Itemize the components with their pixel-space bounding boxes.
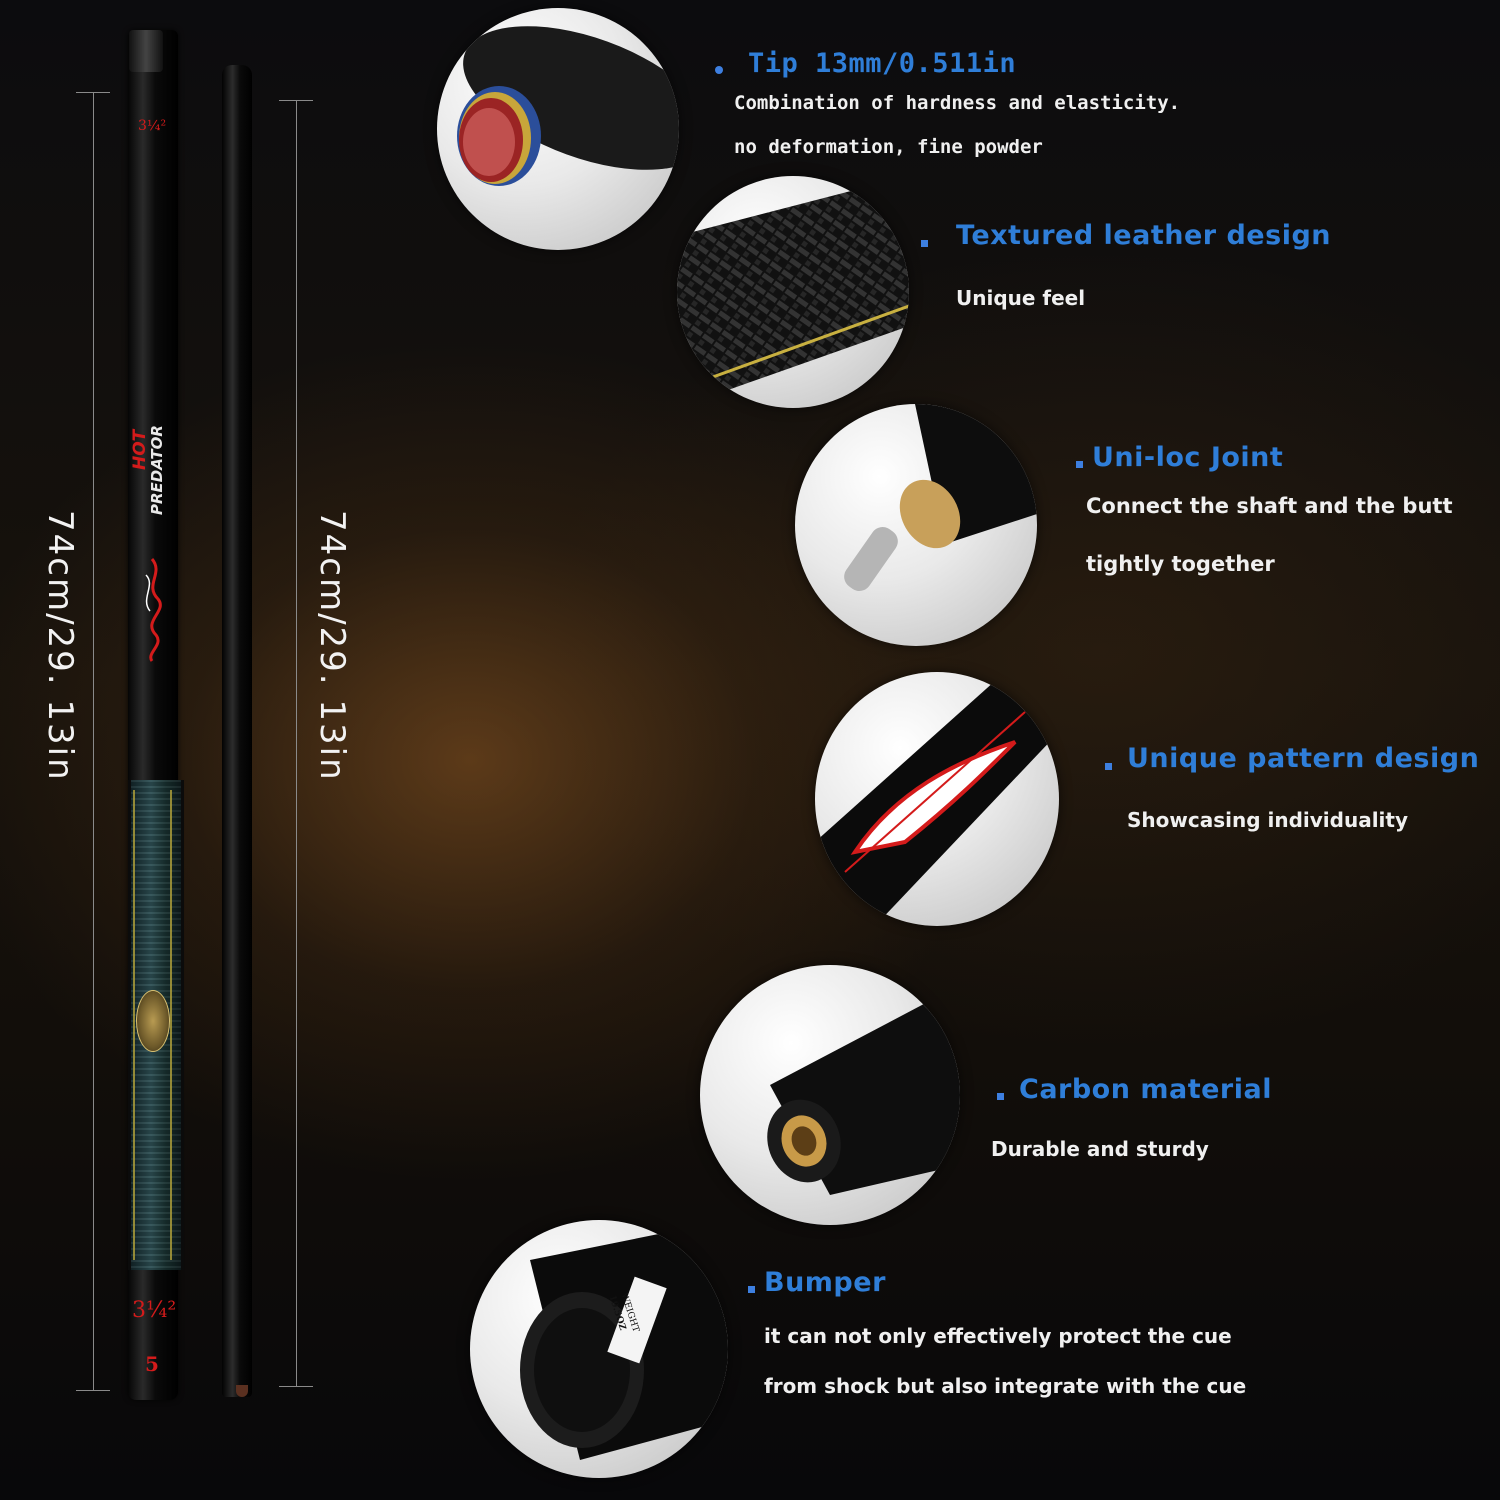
feature-joint-bullet-icon	[1076, 461, 1083, 468]
wrap-accent-line-right	[170, 790, 172, 1260]
feature-joint-title: Uni-loc Joint	[1092, 442, 1284, 473]
butt-emblem-icon	[136, 990, 170, 1052]
butt-number-mark: 5	[145, 1352, 159, 1376]
feature-leather-title: Textured leather design	[956, 220, 1331, 251]
feature-bumper-line-1: it can not only effectively protect the …	[764, 1324, 1232, 1348]
feature-tip-line-2: no deformation, fine powder	[734, 136, 1043, 158]
feature-tip-title: Tip 13mm/0.511in	[748, 48, 1017, 79]
butt-dimension-line	[93, 92, 94, 1390]
feature-bumper-bullet-icon	[748, 1286, 755, 1293]
panther-pattern-closeup-icon	[815, 672, 1059, 926]
leather-wrap-closeup-icon	[677, 176, 909, 408]
panther-logo-icon	[145, 558, 162, 662]
feature-pattern-bullet-icon	[1105, 763, 1112, 770]
feature-bumper-title: Bumper	[764, 1267, 886, 1298]
butt-dimension-bottom-tick	[76, 1390, 110, 1391]
cue-butt-joint-collar	[129, 30, 163, 72]
feature-joint-line-1: Connect the shaft and the butt	[1086, 494, 1453, 518]
cue-shaft-ferrule	[236, 1385, 248, 1397]
butt-brand-label: PREDATOR	[148, 425, 166, 515]
feature-carbon-line-1: Durable and sturdy	[991, 1137, 1209, 1161]
joint-pin-closeup-icon	[795, 404, 1037, 646]
shaft-length-label: 74cm/29. 13in	[312, 510, 352, 782]
butt-series-label: HOT	[130, 429, 150, 470]
feature-tip-line-1: Combination of hardness and elasticity.	[734, 92, 1181, 114]
shaft-dimension-line	[296, 100, 297, 1386]
butt-length-label: 74cm/29. 13in	[40, 510, 80, 782]
bumper-closeup-icon: WEIGHT 19.5OZ	[470, 1220, 728, 1478]
feature-leather-line-1: Unique feel	[956, 286, 1086, 310]
cue-tip-closeup-icon	[437, 8, 679, 250]
feature-pattern-line-1: Showcasing individuality	[1127, 808, 1409, 832]
butt-model-mark-bottom: 3¼²	[132, 1298, 177, 1323]
feature-joint-line-2: tightly together	[1086, 552, 1275, 576]
feature-pattern-title: Unique pattern design	[1127, 743, 1480, 774]
feature-bumper-line-2: from shock but also integrate with the c…	[764, 1374, 1247, 1398]
feature-tip-bullet-icon	[715, 66, 723, 74]
feature-carbon-title: Carbon material	[1019, 1074, 1272, 1105]
wrap-accent-line-left	[133, 790, 135, 1260]
feature-carbon-bullet-icon	[997, 1093, 1004, 1100]
shaft-dimension-bottom-tick	[279, 1386, 313, 1387]
carbon-shaft-closeup-icon	[700, 965, 960, 1225]
butt-model-mark-top: 3¼²	[138, 118, 167, 134]
cue-shaft	[222, 65, 252, 1397]
feature-leather-bullet-icon	[921, 240, 928, 247]
